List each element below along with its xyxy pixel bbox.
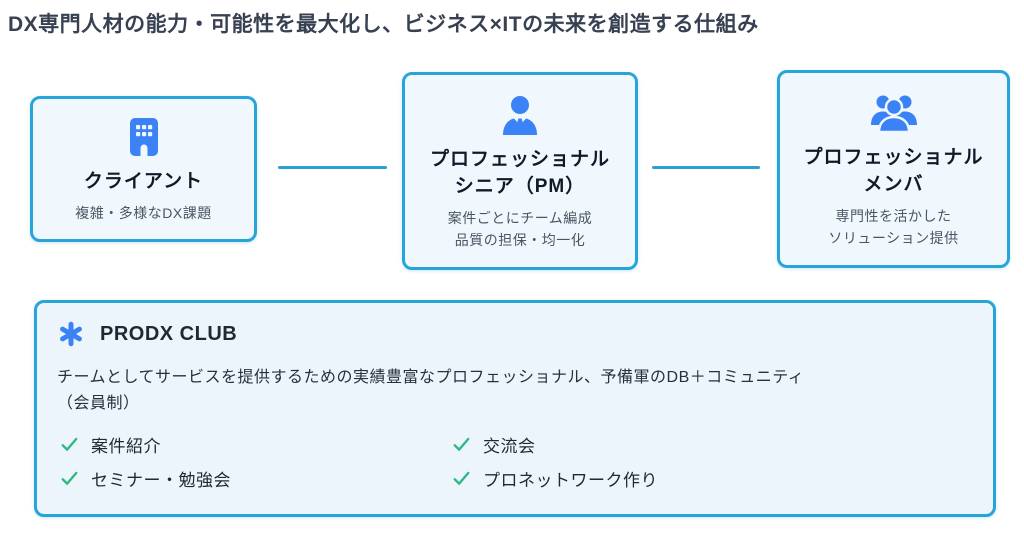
check-icon xyxy=(452,469,471,488)
check-icon xyxy=(60,435,79,454)
card-title-line: プロフェッショナル xyxy=(429,148,610,170)
club-description-line: （会員制） xyxy=(57,395,140,412)
benefit-item: 交流会 xyxy=(452,432,536,456)
benefit-item: 案件紹介 xyxy=(60,432,161,456)
card-title-line: メンバ xyxy=(863,173,924,195)
connector-line xyxy=(278,166,387,169)
benefit-label: 案件紹介 xyxy=(91,436,161,456)
card-client-subtitle: 複雑・多様なDX課題 xyxy=(75,202,211,224)
user-tie-icon xyxy=(500,92,540,138)
card-professional-senior: プロフェッショナル シニア（PM） 案件ごとにチーム編成 品質の担保・均一化 xyxy=(402,72,638,270)
benefit-label: プロネットワーク作り xyxy=(483,470,658,490)
prodx-club-panel: PRODX CLUB チームとしてサービスを提供するための実績豊富なプロフェッシ… xyxy=(34,300,996,517)
building-icon xyxy=(126,114,162,160)
card-subtitle-line: ソリューション提供 xyxy=(828,229,959,246)
card-title-line: シニア（PM） xyxy=(454,175,586,197)
prodx-club-header: PRODX CLUB xyxy=(58,320,237,348)
card-subtitle-line: 専門性を活かした xyxy=(835,207,952,224)
card-title-line: クライアント xyxy=(83,171,204,192)
card-client: クライアント 複雑・多様なDX課題 xyxy=(30,96,257,242)
club-name: PRODX CLUB xyxy=(100,322,238,345)
card-subtitle-line: 複雑・多様なDX課題 xyxy=(75,205,212,221)
card-professional-member: プロフェッショナル メンバ 専門性を活かした ソリューション提供 xyxy=(777,70,1010,268)
card-subtitle-line: 案件ごとにチーム編成 xyxy=(447,209,593,226)
card-subtitle-line: 品質の担保・均一化 xyxy=(454,231,586,248)
club-description-line: チームとしてサービスを提供するための実績豊富なプロフェッショナル、予備軍のDB＋… xyxy=(57,369,805,386)
club-description: チームとしてサービスを提供するための実績豊富なプロフェッショナル、予備軍のDB＋… xyxy=(57,365,967,417)
card-member-subtitle: 専門性を活かした ソリューション提供 xyxy=(828,205,958,249)
card-senior-title: プロフェッショナル シニア（PM） xyxy=(430,146,610,200)
connector-line xyxy=(652,166,760,169)
card-member-title: プロフェッショナル メンバ xyxy=(803,144,983,198)
asterisk-icon xyxy=(58,320,84,348)
card-title-line: プロフェッショナル xyxy=(803,146,984,168)
benefit-label: 交流会 xyxy=(483,436,536,456)
benefit-item: セミナー・勉強会 xyxy=(60,466,231,490)
benefit-item: プロネットワーク作り xyxy=(452,466,658,490)
card-senior-subtitle: 案件ごとにチーム編成 品質の担保・均一化 xyxy=(448,207,593,251)
check-icon xyxy=(452,435,471,454)
users-icon xyxy=(870,90,918,136)
check-icon xyxy=(60,469,79,488)
page-title: DX専門人材の能力・可能性を最大化し、ビジネス×ITの未来を創造する仕組み xyxy=(8,13,759,36)
card-client-title: クライアント xyxy=(84,168,203,195)
benefit-label: セミナー・勉強会 xyxy=(91,470,231,490)
